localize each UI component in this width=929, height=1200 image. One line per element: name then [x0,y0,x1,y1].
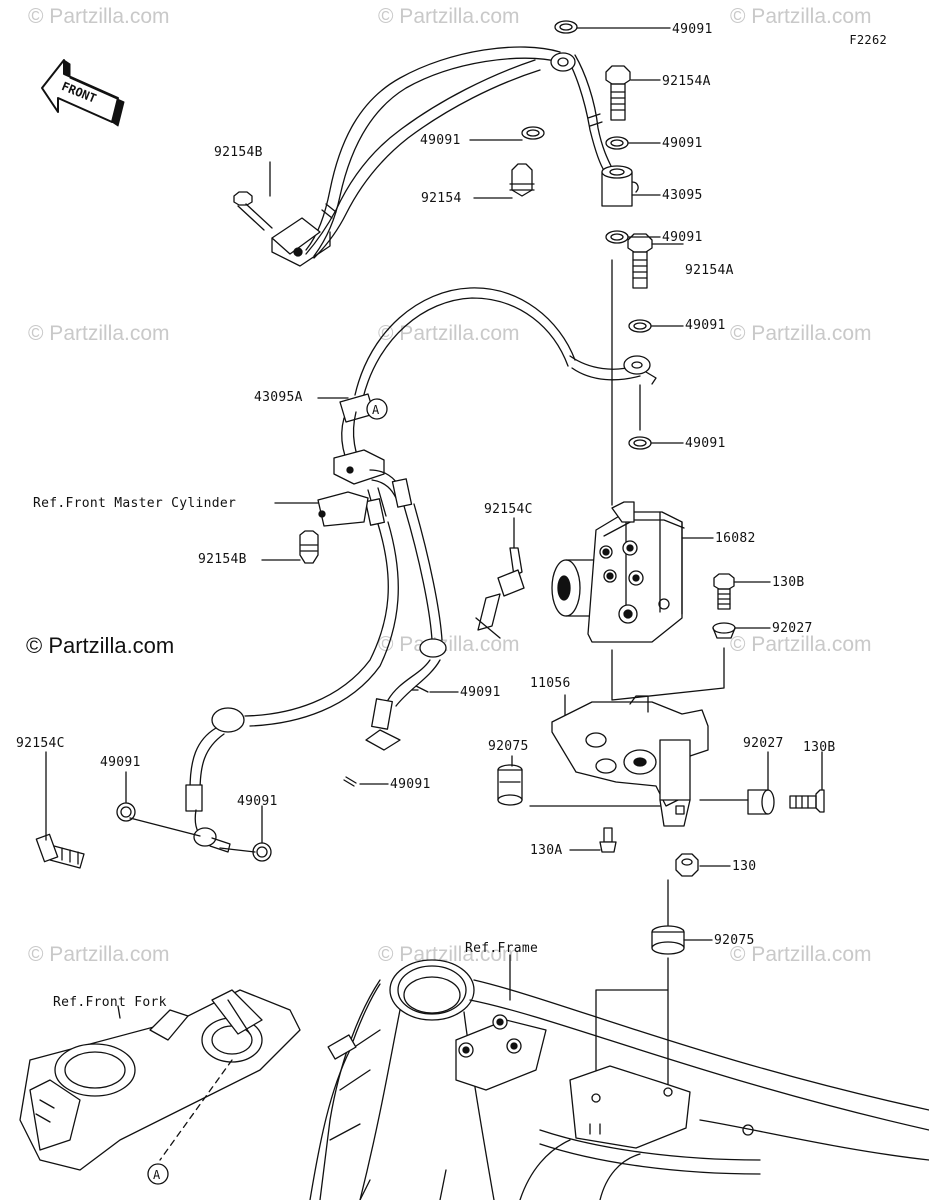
mount-bolt-icon [233,191,273,231]
grommet-icon [497,764,523,806]
part-label: 16082 [715,531,756,546]
guide-line [611,647,725,701]
collar-icon [747,789,775,815]
front-arrow-icon: FRONT [41,59,125,127]
bleed-valve-icon [35,833,85,869]
watermark: © Partzilla.com [378,5,520,28]
part-label: 49091 [672,22,713,37]
abs-bracket [551,695,709,827]
bleed-valve-icon [475,547,525,639]
part-label: 130A [530,843,563,858]
part-label: 49091 [390,777,431,792]
washer-icon [628,319,652,333]
part-label: 130B [772,575,805,590]
master-cylinder-bracket [299,491,369,564]
washer-icon [610,139,624,147]
part-label: 92154B [198,552,247,567]
washer-icon [610,233,624,241]
part-label: 49091 [460,685,501,700]
leader-lines [45,27,823,1019]
banjo-bolt-icon [627,233,653,289]
callout-a-icon [147,1163,169,1185]
part-label: 92154B [214,145,263,160]
washer-icon [252,842,272,862]
watermark: © Partzilla.com [378,322,520,345]
part-label: 92027 [772,621,813,636]
washer-icon [343,776,357,787]
washer-icon [633,439,647,447]
part-label: 49091 [237,794,278,809]
part-label: 92027 [743,736,784,751]
part-label: 49091 [662,136,703,151]
washer-icon [526,129,540,137]
washer-icon [116,802,136,822]
washer-icon [521,126,545,140]
washer-icon [633,322,647,330]
washer-icon [415,685,429,693]
watermark: © Partzilla.com [730,633,872,656]
washer-icon [120,806,132,818]
ref-frame-label: Ref.Frame [465,941,539,956]
part-label: 130 [732,859,757,874]
watermark: © Partzilla.com [378,943,520,966]
part-label: 92154C [484,502,533,517]
part-label: 49091 [685,436,726,451]
callout-a-icon [366,398,388,420]
part-label: 92154A [685,263,734,278]
ref-master-cylinder-label: Ref.Front Master Cylinder [33,496,237,511]
banjo-bolt-icon [605,65,631,121]
upper-brake-hose [271,46,613,267]
part-label: 92154 [421,191,462,206]
part-label: 92154A [662,74,711,89]
part-label: 130B [803,740,836,755]
guide-line [129,817,256,853]
part-label: 49091 [662,230,703,245]
callout-a-label: A [153,1168,161,1182]
part-label: 43095 [662,188,703,203]
motorcycle-frame [309,959,929,1200]
bolt-icon [599,827,617,853]
watermark: © Partzilla.com [730,5,872,28]
union-block-icon [601,165,639,207]
washer-icon [628,436,652,450]
grommet-icon [651,925,685,955]
part-label: 49091 [100,755,141,770]
brand-label: © Partzilla.com [26,633,175,658]
washer-icon [256,846,268,858]
abs-unit [551,501,685,643]
callout-a-label: A [372,403,380,417]
washer-icon [559,23,573,31]
figure-id: F2262 [849,33,887,47]
middle-brake-hose [185,287,657,853]
nut-icon [675,853,699,877]
part-label: 49091 [685,318,726,333]
bolt-icon [713,573,735,610]
part-label: 43095A [254,390,303,405]
part-label: 92075 [714,933,755,948]
watermark: © Partzilla.com [378,633,520,656]
part-label: 92154C [16,736,65,751]
watermark: © Partzilla.com [28,5,170,28]
washer-icon [605,136,629,150]
part-label: 11056 [530,676,571,691]
watermark: © Partzilla.com [28,322,170,345]
washer-icon [554,20,578,34]
watermark: © Partzilla.com [730,943,872,966]
bleed-bolt-icon [509,163,535,197]
watermark: © Partzilla.com [730,322,872,345]
washer-icon [605,230,629,244]
part-label: 49091 [420,133,461,148]
guide-line [529,799,749,807]
collar-icon [712,622,736,639]
watermark: © Partzilla.com [28,943,170,966]
part-label: 92075 [488,739,529,754]
front-fork-bracket [19,989,301,1171]
bolt-icon [789,789,825,813]
ref-front-fork-label: Ref.Front Fork [53,995,167,1010]
